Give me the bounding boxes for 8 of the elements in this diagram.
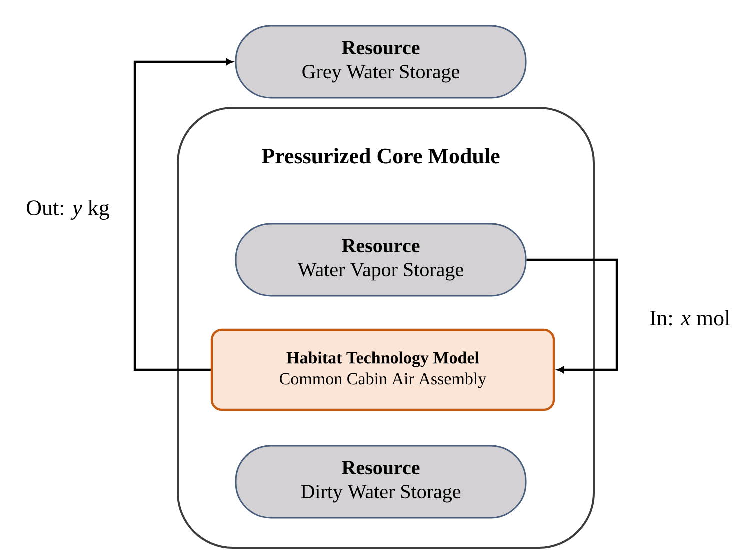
model-box: Habitat Technology Model Common Cabin Air Assembly xyxy=(210,328,556,412)
connector-arrow xyxy=(526,258,618,374)
edge-label: Out: y kg xyxy=(25,199,111,221)
resource-pill: Resource Dirty Water Storage xyxy=(235,445,527,519)
edge-label: In: x mol xyxy=(648,309,732,327)
connector-arrow xyxy=(134,58,233,372)
resource-pill: Resource Water Vapor Storage xyxy=(235,223,527,297)
resource-pill: Resource Grey Water Storage xyxy=(235,25,527,99)
